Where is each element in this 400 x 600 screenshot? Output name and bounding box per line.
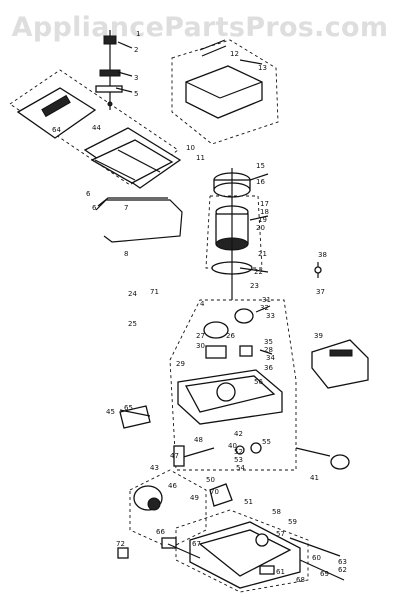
callout-label: 40 [228, 442, 237, 450]
callout-label: 6 [92, 204, 97, 212]
callout-label: 21 [258, 250, 267, 258]
callout-label: 60 [312, 554, 321, 562]
callout-label: 8 [124, 250, 128, 258]
callout-label: 69 [320, 570, 329, 578]
callout-label: 44 [92, 124, 101, 132]
callout-label: 57 [276, 530, 285, 538]
callout-label: 36 [264, 364, 273, 372]
callout-label: 16 [256, 178, 265, 186]
callout-label: 6 [86, 190, 91, 198]
callout-label: 64 [52, 126, 61, 134]
callout-label: 38 [318, 251, 327, 259]
callout-labels: 1 2 3 4 5 6 6 7 8 10 11 12 13 15 16 17 1… [52, 30, 347, 584]
callout-label: 18 [260, 208, 269, 216]
callout-label: 3 [134, 74, 138, 82]
callout-label: 26 [226, 332, 235, 340]
callout-label: 41 [310, 474, 319, 482]
callout-label: 55 [262, 438, 271, 446]
callout-label: 56 [254, 378, 263, 386]
callout-label: 7 [124, 204, 128, 212]
top-spindle [95, 30, 123, 110]
callout-label: 17 [260, 200, 269, 208]
callout-label: 71 [150, 288, 159, 296]
callout-label: 68 [296, 576, 305, 584]
callout-label: 13 [258, 64, 267, 72]
motor-stack [205, 168, 263, 300]
callout-label: 63 [338, 558, 347, 566]
callout-label: 5 [134, 90, 138, 98]
callout-label: 25 [128, 320, 137, 328]
callout-label: 51 [244, 498, 253, 506]
callout-label: 4 [200, 300, 205, 308]
callout-label: 34 [266, 354, 275, 362]
callout-label: 39 [314, 332, 323, 340]
callout-label: 54 [236, 464, 245, 472]
leader-lines [115, 41, 331, 559]
callout-label: 28 [264, 346, 273, 354]
callout-label: 23 [250, 282, 259, 290]
callout-label: 43 [150, 464, 159, 472]
callout-label: 27 [196, 332, 205, 340]
callout-label: 1 [136, 30, 140, 38]
callout-label: 2 [134, 46, 138, 54]
callout-label: 53 [234, 456, 243, 464]
callout-label: 72 [116, 540, 125, 548]
callout-label: 47 [170, 452, 179, 460]
callout-label: 35 [264, 338, 273, 346]
callout-label: 24 [128, 290, 137, 298]
callout-label: 58 [272, 508, 281, 516]
top-right-assembly [171, 39, 279, 145]
callout-label: 15 [256, 162, 265, 170]
callout-label: 65 [124, 404, 133, 412]
callout-label: 50 [206, 476, 215, 484]
callout-label: 37 [316, 288, 325, 296]
top-left-assembly [9, 69, 183, 243]
callout-label: 19 [258, 216, 267, 224]
callout-label: 46 [168, 482, 177, 490]
callout-label: 52 [234, 448, 243, 456]
bottom-tray [175, 509, 345, 593]
callout-label: 48 [194, 436, 203, 444]
callout-label: 45 [106, 408, 115, 416]
base-housing [169, 299, 297, 471]
right-side-parts [311, 262, 369, 470]
callout-label: 66 [156, 528, 165, 536]
watermark-text: AppliancePartsPros.com [11, 12, 389, 43]
callout-label: 29 [176, 360, 185, 368]
callout-label: 11 [196, 154, 205, 162]
callout-label: 22 [254, 268, 263, 276]
callout-label: 59 [288, 518, 297, 526]
callout-label: 31 [262, 296, 271, 304]
callout-label: 67 [192, 540, 201, 548]
callout-label: 49 [190, 494, 199, 502]
callout-label: 20 [256, 224, 265, 232]
callout-label: 42 [234, 430, 243, 438]
callout-label: 32 [260, 304, 269, 312]
callout-label: 61 [276, 568, 285, 576]
callout-label: 62 [338, 566, 347, 574]
callout-label: 70 [210, 488, 219, 496]
callout-label: 33 [266, 312, 275, 320]
callout-label: 12 [230, 50, 239, 58]
callout-label: 10 [186, 144, 195, 152]
callout-label: 30 [196, 342, 205, 350]
